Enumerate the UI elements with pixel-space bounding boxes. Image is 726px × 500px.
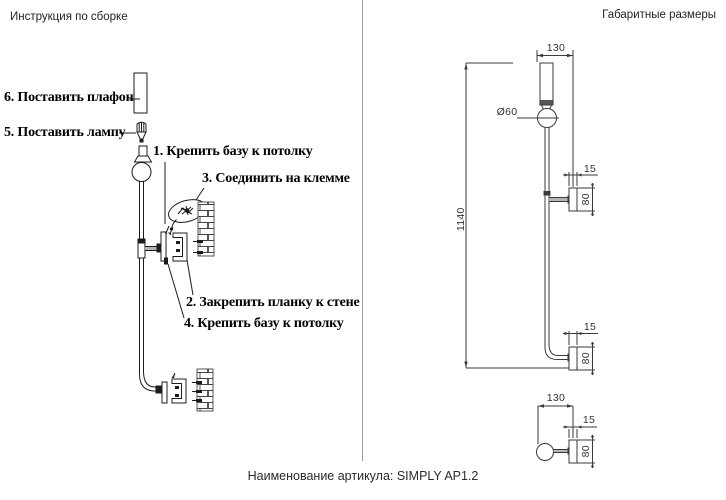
dim-1140-label: 1140	[454, 207, 467, 232]
dim-80-bottom-label: 80	[579, 445, 592, 458]
right-panel-title: Габаритные размеры	[602, 9, 716, 21]
upper-wall-plate	[160, 231, 167, 262]
elbow-joint	[137, 242, 146, 259]
dim-dia60-label: Ø60	[496, 106, 518, 118]
dim-130-bottom-label: 130	[546, 392, 566, 404]
dim-15-upper-label: 15	[583, 163, 597, 175]
pole-front-view	[544, 127, 568, 360]
upper-arm-front	[549, 197, 568, 202]
bulb-icon	[136, 121, 147, 143]
dim-130-bottom-lines	[537, 404, 574, 444]
pole-band-front	[543, 191, 551, 196]
step2-label: 2. Закрепить планку к стене	[186, 295, 360, 310]
lower-wall-plate	[161, 381, 168, 404]
dim-15-lower-lines	[563, 331, 598, 345]
ceiling-screws-icon	[164, 225, 174, 236]
dim-80-upper-label: 80	[579, 193, 592, 206]
step3-label: 3. Соединить на клемме	[202, 171, 350, 186]
lower-arm-junction	[155, 385, 163, 394]
step6-label: 6. Поставить плафон	[4, 90, 134, 105]
shade-socket-band	[540, 100, 553, 105]
dim-80-lower-lines	[577, 342, 595, 375]
dim-15-upper-lines	[563, 172, 598, 186]
dim-15-bottom-label: 15	[582, 414, 596, 426]
dim-80-upper-lines	[577, 183, 595, 216]
lower-mounting-bracket	[171, 372, 187, 404]
upper-brick-wall	[193, 201, 215, 257]
step5-label: 5. Поставить лампу	[4, 125, 126, 140]
assembly-lamp-diagram	[119, 72, 215, 412]
ball-plan-view	[536, 443, 554, 461]
ball-joint	[131, 162, 152, 182]
pole-band	[137, 238, 146, 244]
step4-label: 4. Крепить базу к потолку	[184, 316, 344, 331]
left-panel-title: Инструкция по сборке	[10, 11, 128, 23]
base-screw-icon	[164, 257, 168, 265]
dim-80-bottom-lines	[577, 435, 595, 468]
arm-plan-view	[553, 449, 568, 453]
step2-leader-line	[186, 259, 194, 296]
dim-130-top-label: 130	[546, 42, 566, 54]
dim-80-lower-label: 80	[579, 352, 592, 365]
dim-130-top-lines	[536, 50, 574, 187]
dim-15-lower-label: 15	[583, 321, 597, 333]
dimension-drawing-plan-view	[536, 404, 597, 468]
dimension-drawing-front-view	[464, 50, 598, 375]
article-caption: Наименование артикула: SIMPLY AP1.2	[247, 469, 479, 483]
shade-outline	[133, 72, 148, 114]
dim-15-bottom-lines	[563, 425, 597, 438]
lower-brick-wall	[192, 368, 214, 412]
upper-plate-front	[568, 187, 578, 212]
dim-1140-lines	[464, 62, 578, 369]
shade-front-view	[539, 62, 554, 106]
plate-plan-view	[568, 439, 578, 464]
step3-leader-line	[195, 187, 205, 201]
upper-pole	[139, 181, 144, 239]
step1-label: 1. Крепить базу к потолку	[153, 144, 313, 159]
socket-holder	[133, 145, 153, 163]
lower-plate-front	[568, 346, 578, 371]
lower-pole	[139, 258, 157, 392]
step4-leader-line	[167, 263, 185, 319]
upper-mounting-bracket	[172, 232, 188, 262]
wire-connection-callout	[168, 199, 206, 231]
upper-arm	[145, 246, 158, 251]
